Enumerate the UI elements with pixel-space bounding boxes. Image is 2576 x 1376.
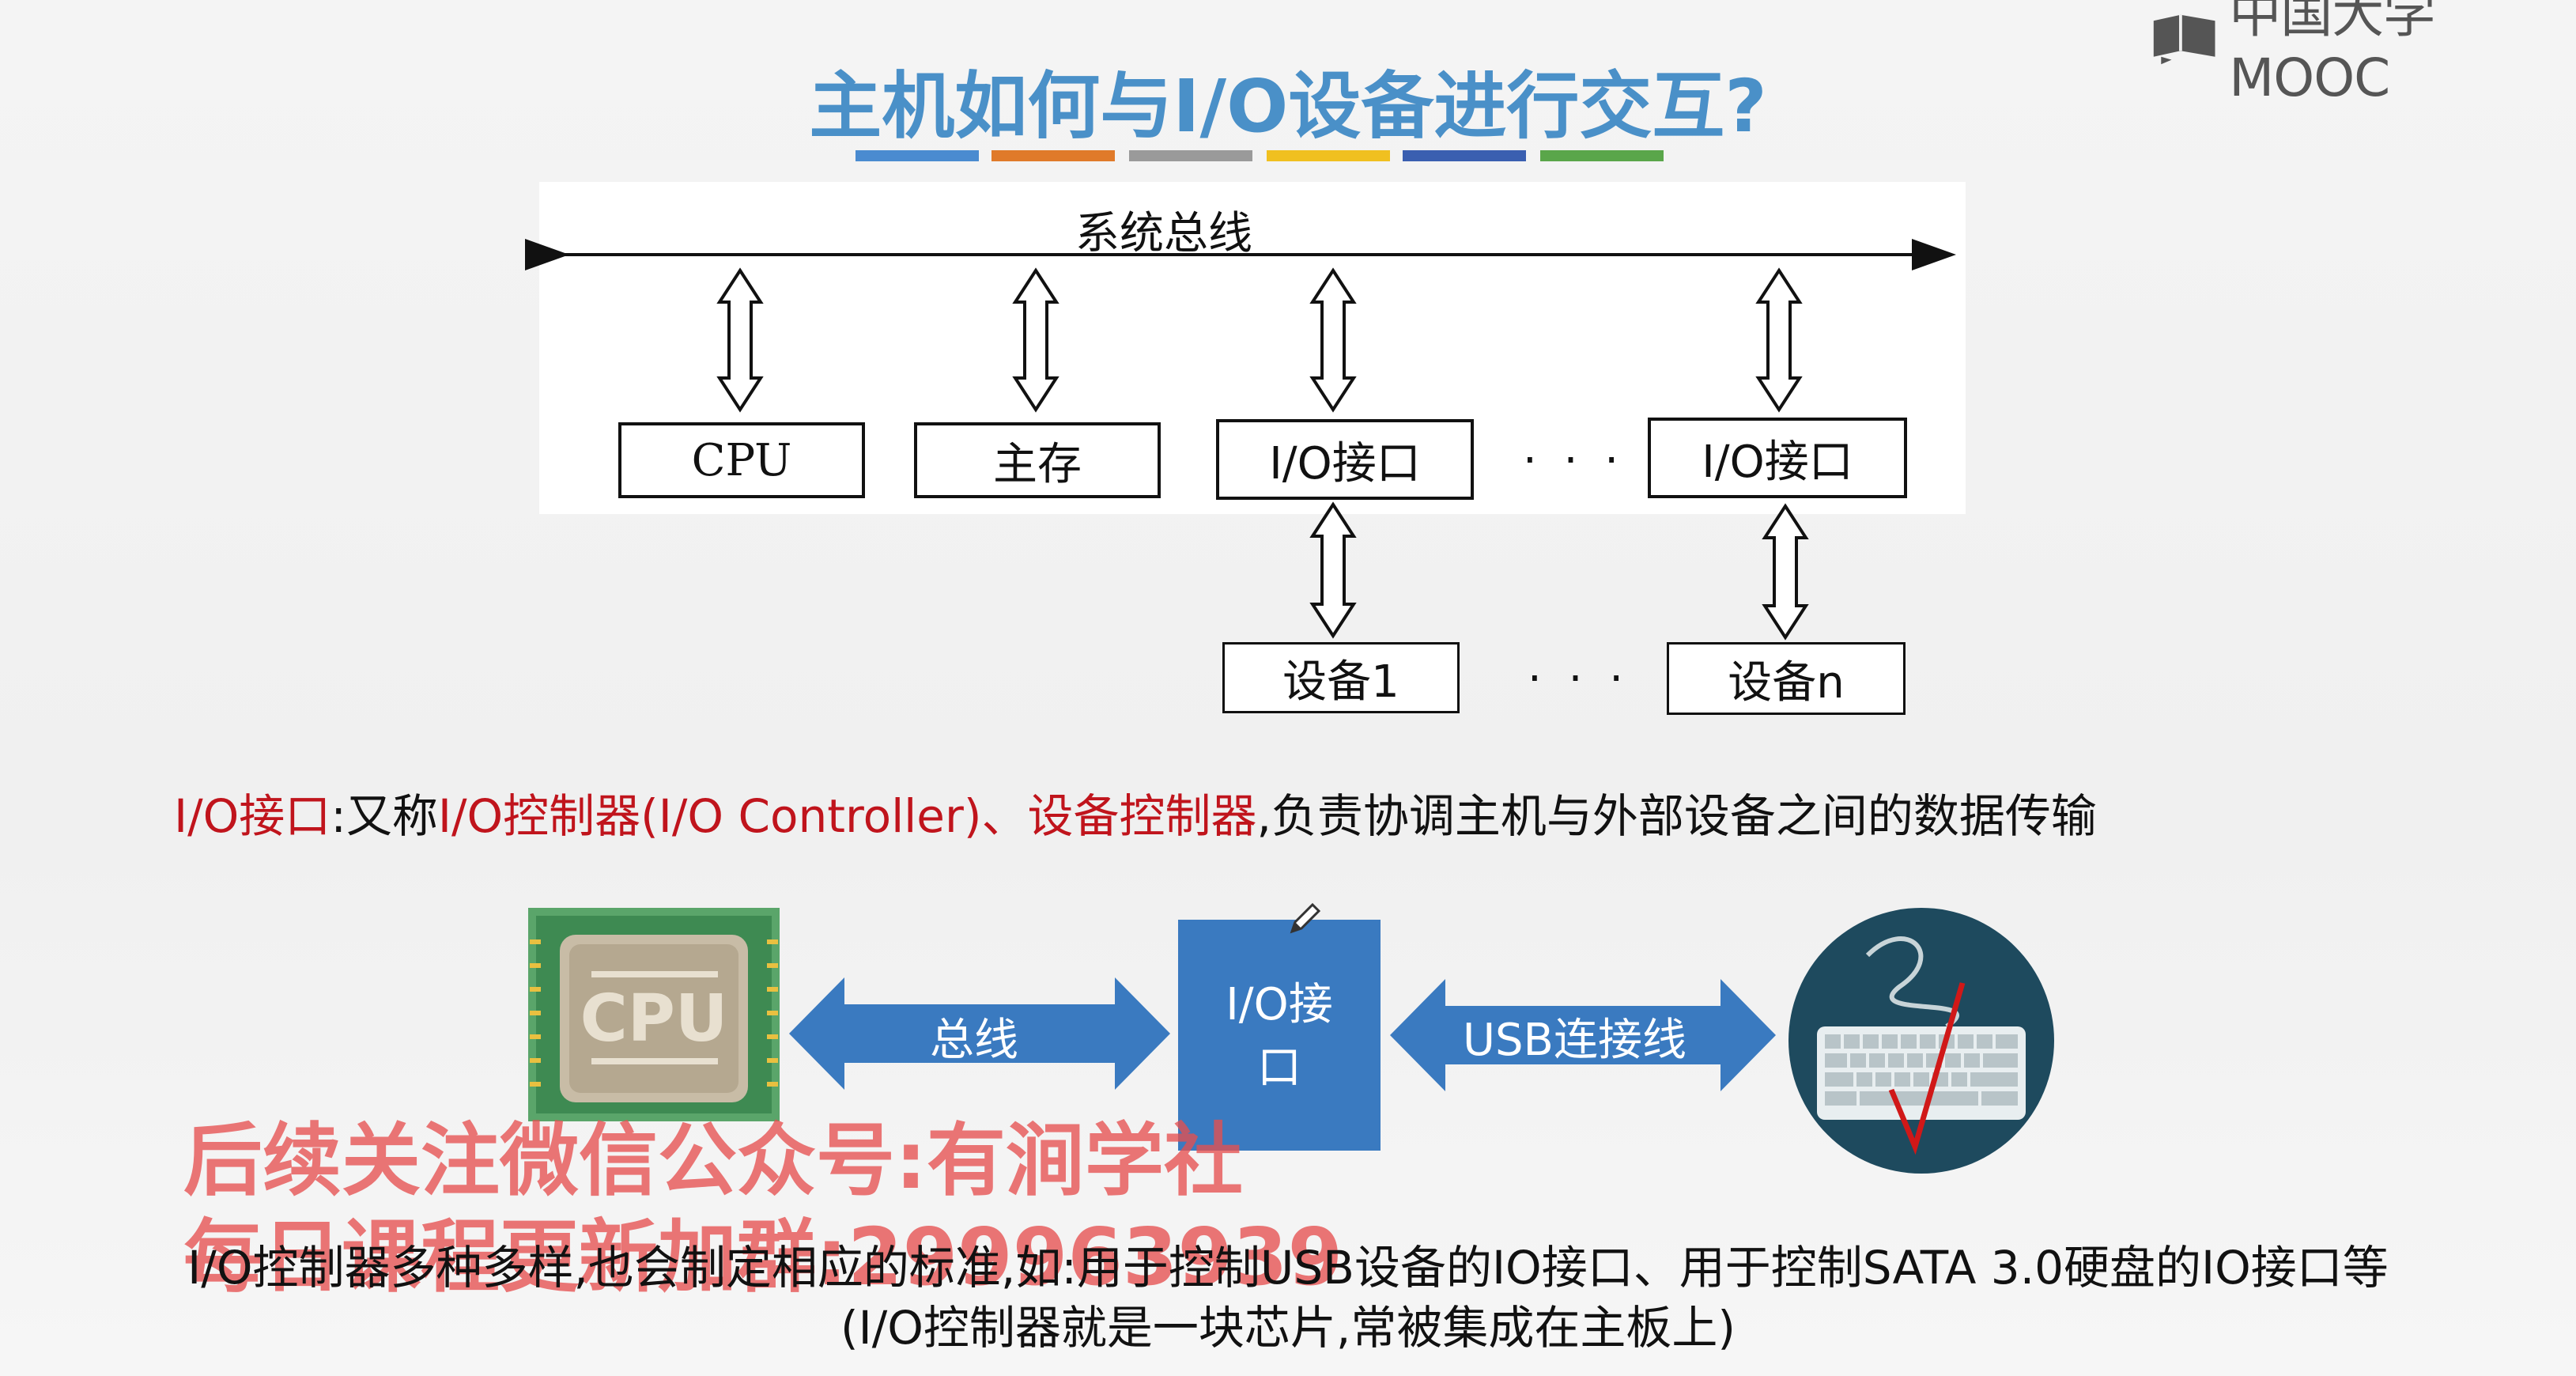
cpu-chip-icon: CPU [528,908,780,1121]
memory-bus-arrow [1012,267,1059,413]
bottom-text-line-2: (I/O控制器就是一块芯片,常被集成在主板上) [840,1301,1736,1355]
title-underline-4 [1267,150,1390,161]
bus-diagram-arrows [525,239,1956,641]
io1-bus-arrow [1309,267,1357,413]
title-underline-6 [1540,150,1664,161]
io-block-label-line2: 口 [1257,1042,1301,1094]
definition-separator: 、 [981,789,1028,843]
watermark-line-1: 后续关注微信公众号:有涧学社 [183,1114,1243,1207]
logo-text: 中国大学MOOC [2229,0,2435,108]
usb-double-arrow [1390,979,1776,1091]
definition-term: I/O接口 [174,789,331,843]
ion-bus-arrow [1755,267,1803,413]
io1-device-arrow [1309,501,1357,639]
usb-cable-label: USB连接线 [1463,1015,1686,1066]
mooc-logo: 中国大学MOOC [2151,0,2576,108]
pencil-icon [1290,902,1321,934]
bus-double-arrow [789,977,1170,1090]
device-1-box: 设备1 [1222,642,1460,713]
bus-label: 总线 [930,1015,1018,1066]
cpu-box: CPU [618,422,865,498]
io-interface-box-n: I/O接口 [1648,418,1907,498]
ellipsis-top: · · · [1523,435,1626,486]
memory-box: 主存 [914,422,1161,498]
io-interface-box-1: I/O接口 [1216,419,1474,500]
title-underline-2 [991,150,1115,161]
title-underline-3 [1129,150,1252,161]
io-interface-definition: I/O接口:又称I/O控制器(I/O Controller)、设备控制器,负责协… [174,779,2097,845]
system-bus-label: 系统总线 [1075,208,1252,259]
slide-title: 主机如何与I/O设备进行交互? [809,64,1767,149]
cpu-chip-label: CPU [580,981,728,1057]
definition-alias-2: 设备控制器 [1027,789,1257,843]
keyboard-icon [1788,908,2054,1174]
io-block-label-line1: I/O接 [1226,979,1333,1030]
io-interface-block: I/O接 口 [1178,920,1381,1151]
ellipsis-bottom: · · · [1528,653,1630,705]
cpu-bus-arrow [716,267,764,413]
device-n-box: 设备n [1667,642,1906,715]
definition-rest: ,负责协调主机与外部设备之间的数据传输 [1256,789,2097,843]
definition-alias-1: I/O控制器(I/O Controller) [437,789,982,843]
title-underline-5 [1403,150,1526,161]
mooc-book-icon [2153,14,2215,65]
definition-colon: :又称 [330,789,438,843]
title-underline-1 [856,150,979,161]
watermark-line-2: 每日课程更新加群:299963939 [183,1211,1343,1303]
ion-device-arrow [1762,503,1809,641]
bottom-text-line-1: I/O控制器多种多样,也会制定相应的标准,如:用于控制USB设备的IO接口、用于… [187,1241,2389,1295]
